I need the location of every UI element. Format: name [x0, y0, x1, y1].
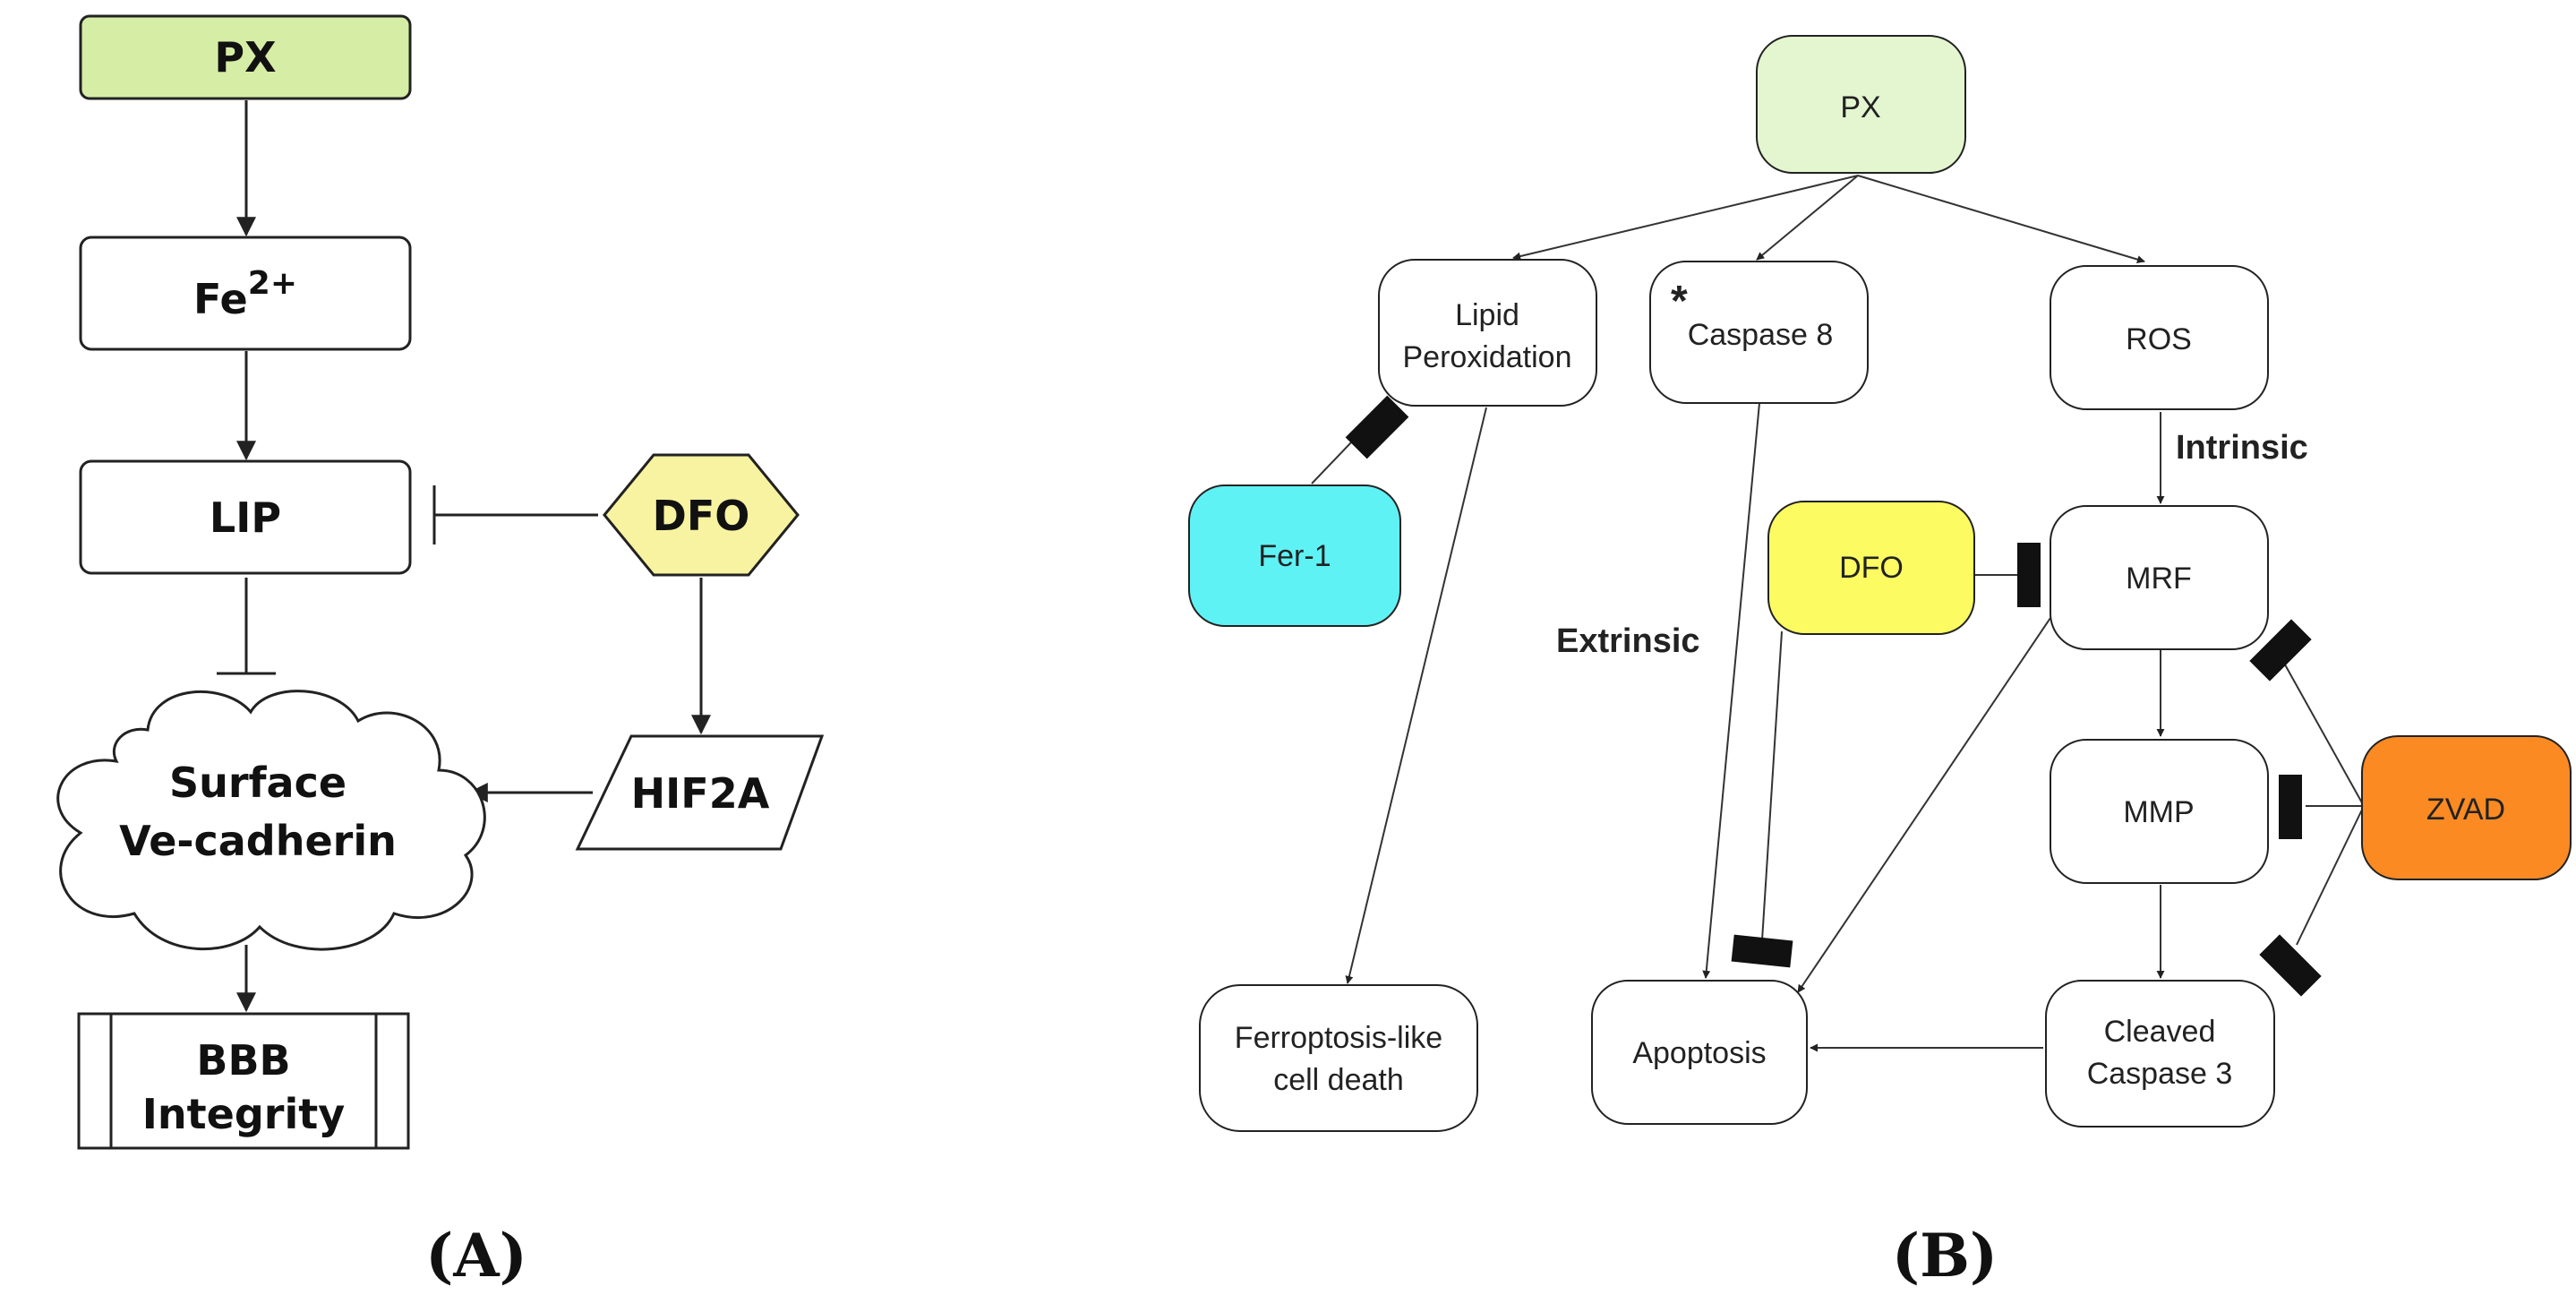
node-a-fe-label: Fe2+ [193, 265, 297, 323]
node-b-cleaved-line1: Cleaved [2104, 1015, 2216, 1049]
node-b-caspase8-asterisk: * [1671, 278, 1688, 325]
panel-b: PX Lipid Peroxidation * Caspase 8 ROS Fe… [1188, 35, 2572, 1291]
node-b-cleaved-line2: Caspase 3 [2087, 1057, 2233, 1091]
node-b-ros-label: ROS [2126, 322, 2192, 356]
node-a-fe: Fe2+ [79, 236, 412, 351]
inhibit-bar-zvad-mmp [2279, 775, 2302, 839]
node-b-mmp: MMP [2050, 739, 2269, 884]
node-a-hif2a-label: HIF2A [631, 769, 770, 818]
caption-a: (A) [425, 1221, 527, 1291]
edge-px-ros [1857, 175, 2145, 263]
inhibit-bar-dfo-mrf [2017, 543, 2041, 607]
panel-a-edges [217, 100, 711, 1013]
edge-dfo-inhibits-apoptosis [1761, 630, 1783, 941]
node-b-ferroptosis-line1: Ferroptosis-like [1235, 1021, 1442, 1055]
inhibit-bar-zvad-mrf [2249, 619, 2312, 682]
node-b-apoptosis-label: Apoptosis [1632, 1036, 1766, 1070]
node-b-dfo: DFO [1767, 501, 1975, 635]
node-b-apoptosis: Apoptosis [1591, 980, 1808, 1125]
node-b-lipid-peroxidation: Lipid Peroxidation [1378, 259, 1597, 407]
edge-zvad-inhibits-mrf [2281, 657, 2365, 807]
node-b-px-label: PX [1840, 90, 1880, 124]
node-a-surface-line2: Ve-cadherin [119, 817, 397, 865]
edge-lip-inhibits-surface [217, 578, 276, 675]
caption-b: (B) [1892, 1221, 1998, 1291]
node-a-bbb-integrity: BBB Integrity [77, 1012, 410, 1150]
node-a-surface-line1: Surface [169, 759, 347, 807]
edge-dfo-inhibits-lip [432, 485, 598, 545]
panel-b-edges [1311, 175, 2365, 1052]
node-b-cleaved-caspase-3: Cleaved Caspase 3 [2045, 980, 2275, 1128]
fe-base: Fe [193, 275, 248, 323]
node-b-dfo-label: DFO [1839, 551, 1904, 585]
edge-lipid-ferroptosis [1345, 407, 1487, 984]
inhibit-bar-dfo-apoptosis [1731, 934, 1793, 968]
node-b-lipid-line2: Peroxidation [1402, 340, 1571, 374]
edge-px-lipid [1512, 175, 1859, 261]
node-a-surface-vecadherin: Surface Ve-cadherin [56, 690, 486, 951]
node-b-ferroptosis: Ferroptosis-like cell death [1199, 984, 1478, 1132]
node-b-zvad: ZVAD [2361, 735, 2572, 880]
panel-a: PX Fe2+ LIP DFO HIF2A Surface Ve-cadheri… [56, 14, 825, 1291]
node-a-dfo: DFO [603, 453, 800, 577]
edge-caspase8-apoptosis [1702, 402, 1760, 979]
node-a-lip: LIP [79, 459, 412, 575]
node-b-mrf-label: MRF [2126, 562, 2192, 596]
node-b-caspase8-label: Caspase 8 [1688, 318, 1834, 352]
node-a-px: PX [79, 14, 412, 100]
node-a-hif2a: HIF2A [575, 734, 825, 851]
node-b-caspase-8: * Caspase 8 [1649, 261, 1869, 404]
node-b-mmp-label: MMP [2123, 795, 2194, 829]
node-b-px: PX [1756, 35, 1966, 174]
node-b-mrf: MRF [2050, 505, 2269, 650]
node-a-px-label: PX [214, 33, 276, 81]
node-a-dfo-label: DFO [653, 492, 750, 540]
node-b-fer1: Fer-1 [1188, 484, 1401, 627]
edge-mrf-apoptosis [1797, 617, 2051, 993]
inhibit-bar-zvad-cleaved [2259, 934, 2322, 997]
node-b-ferroptosis-line2: cell death [1273, 1063, 1404, 1097]
panel-b-inhibition-bars [1345, 395, 2322, 997]
node-b-zvad-label: ZVAD [2426, 793, 2505, 827]
label-extrinsic: Extrinsic [1556, 622, 1700, 660]
node-b-fer1-label: Fer-1 [1258, 539, 1331, 573]
node-b-lipid-line1: Lipid [1455, 298, 1519, 332]
node-a-lip-label: LIP [210, 493, 281, 542]
node-a-bbb-line2: Integrity [142, 1090, 345, 1138]
edge-zvad-inhibits-cleaved [2296, 805, 2365, 946]
label-intrinsic: Intrinsic [2176, 429, 2308, 467]
fe-superscript: 2+ [248, 265, 297, 302]
node-b-ros: ROS [2050, 265, 2269, 410]
edge-px-caspase8 [1756, 175, 1859, 261]
inhibit-bar-fer1 [1345, 395, 1409, 459]
node-a-bbb-line1: BBB [196, 1036, 290, 1085]
